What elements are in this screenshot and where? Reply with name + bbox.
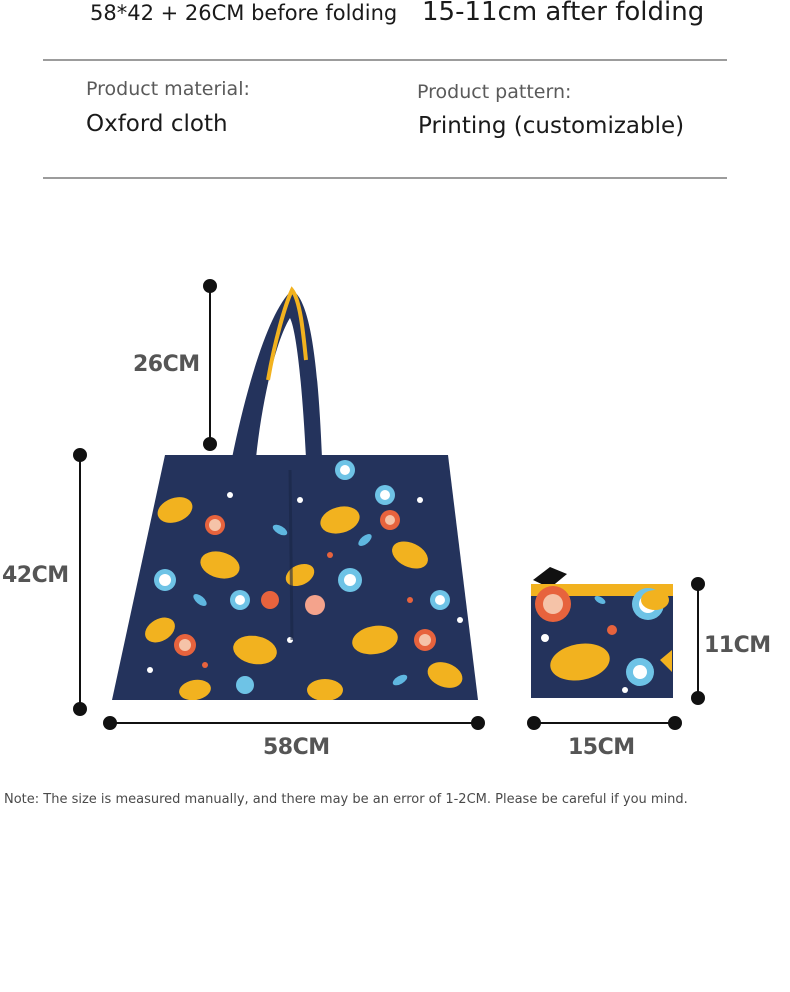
bag-height-label: 42CM	[2, 563, 69, 588]
measure-dot	[668, 716, 682, 730]
folded-height-label: 11CM	[704, 633, 771, 658]
material-value: Oxford cloth	[86, 111, 228, 137]
pattern-value: Printing (customizable)	[418, 113, 685, 139]
measure-dot	[527, 716, 541, 730]
size-after-folding: 15-11cm after folding	[422, 0, 705, 27]
tote-bag-image	[112, 286, 478, 700]
measure-dot	[73, 448, 87, 462]
measure-dot	[691, 577, 705, 591]
measure-dot	[203, 279, 217, 293]
folded-width-label: 15CM	[568, 735, 635, 760]
measure-dot	[103, 716, 117, 730]
bag-width-label: 58CM	[263, 735, 330, 760]
measurement-lines	[73, 279, 705, 730]
size-before-folding: 58*42 + 26CM before folding	[90, 1, 398, 25]
measure-dot	[203, 437, 217, 451]
measure-dot	[471, 716, 485, 730]
divider-top	[43, 59, 727, 61]
material-label: Product material:	[86, 78, 250, 100]
folded-pouch-image	[531, 567, 673, 698]
divider-bottom	[43, 177, 727, 179]
pattern-label: Product pattern:	[417, 81, 572, 103]
handle-length-label: 26CM	[133, 352, 200, 377]
measurement-note: Note: The size is measured manually, and…	[4, 792, 688, 807]
measure-dot	[73, 702, 87, 716]
measure-dot	[691, 691, 705, 705]
